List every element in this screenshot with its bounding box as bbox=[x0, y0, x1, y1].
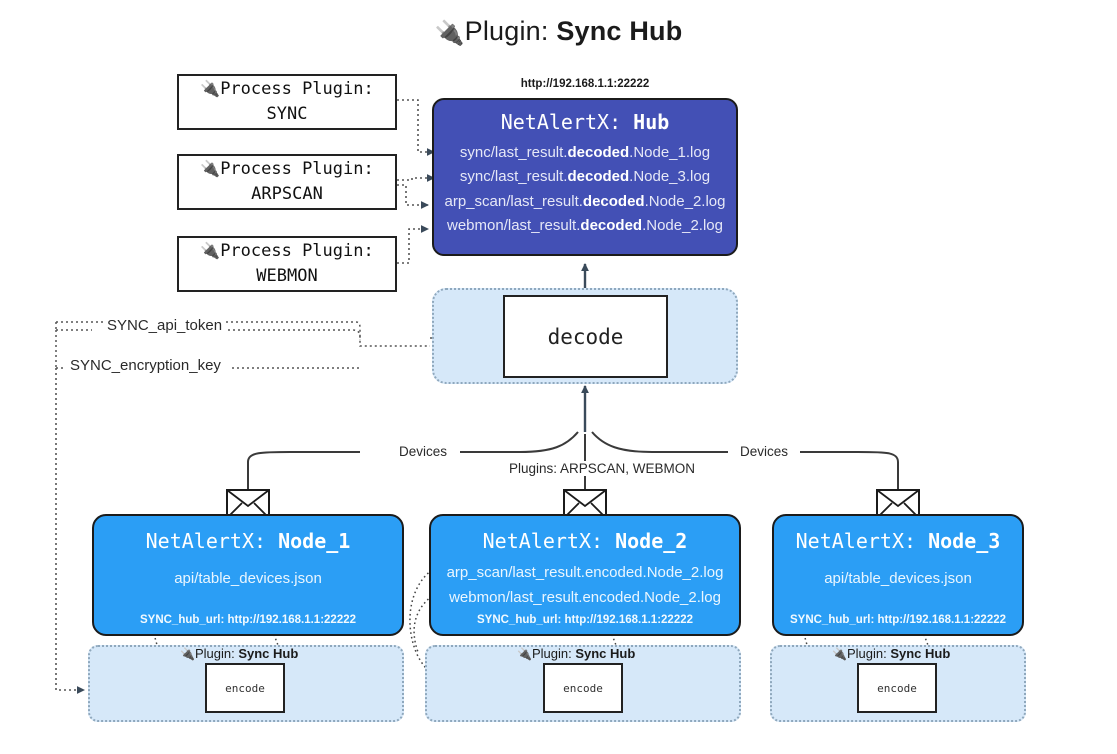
plug-icon: 🔌 bbox=[200, 79, 221, 99]
hub-log-post: .Node_3.log bbox=[629, 168, 711, 186]
node-title-prefix: NetAlertX: bbox=[145, 529, 279, 553]
hub-log-line: webmon/last_result.decoded.Node_2.log bbox=[447, 214, 723, 238]
hub-title-prefix: NetAlertX: bbox=[500, 110, 634, 134]
envelope-icon bbox=[226, 489, 270, 519]
plugin-label-prefix: Plugin: bbox=[531, 646, 576, 661]
hub-log-pre: sync/last_result. bbox=[459, 168, 568, 186]
sync-encryption-key-label: SYNC_encryption_key bbox=[66, 357, 225, 374]
node-title-prefix: NetAlertX: bbox=[482, 529, 616, 553]
plugin-label-name: Sync Hub bbox=[238, 646, 299, 661]
hub-log-bold: decoded bbox=[567, 168, 630, 186]
hub-log-line: arp_scan/last_result.decoded.Node_2.log bbox=[445, 190, 726, 214]
node-title: NetAlertX: Node_3 bbox=[796, 529, 1001, 553]
node-title-name: Node_2 bbox=[615, 529, 688, 553]
node-title: NetAlertX: Node_1 bbox=[146, 529, 351, 553]
process-plugin-webmon[interactable]: 🔌Process Plugin: WEBMON bbox=[177, 236, 397, 292]
decode-box[interactable]: decode bbox=[503, 295, 668, 378]
process-plugin-sync[interactable]: 🔌Process Plugin: SYNC bbox=[177, 74, 397, 130]
hub-log-pre: sync/last_result. bbox=[459, 144, 568, 161]
page-title-name: Sync Hub bbox=[556, 16, 683, 46]
node-hub-url: SYNC_hub_url: http://192.168.1.1:22222 bbox=[476, 614, 694, 626]
plug-icon: 🔌 bbox=[180, 647, 195, 661]
hub-log-pre: arp_scan/last_result. bbox=[444, 192, 583, 210]
sync-api-token-label: SYNC_api_token bbox=[103, 317, 227, 334]
process-plugin-name: SYNC bbox=[266, 104, 308, 124]
edge-label-devices-left: Devices bbox=[396, 444, 451, 459]
hub-log-line: sync/last_result.decoded.Node_1.log bbox=[460, 141, 710, 165]
hub-log-bold: decoded bbox=[567, 144, 630, 161]
hub-log-post: .Node_2.log bbox=[644, 192, 726, 210]
hub-log-post: .Node_2.log bbox=[642, 216, 723, 234]
node-hub-url: SYNC_hub_url: http://192.168.1.1:22222 bbox=[139, 614, 357, 626]
hub-log-post: .Node_1.log bbox=[629, 144, 711, 161]
hub-title-name: Hub bbox=[633, 110, 670, 134]
plugin-label-prefix: Plugin: bbox=[846, 646, 891, 661]
node-title-prefix: NetAlertX: bbox=[795, 529, 929, 553]
hub-log-pre: webmon/last_result. bbox=[447, 216, 581, 234]
page-title-prefix: Plugin: bbox=[464, 16, 557, 46]
process-plugin-label: Process Plugin: bbox=[220, 241, 374, 262]
node-resource-line: webmon/last_result.encoded.Node_2.log bbox=[449, 589, 721, 607]
node-3-plugin-label: 🔌Plugin: Sync Hub bbox=[832, 646, 950, 661]
process-plugin-name: ARPSCAN bbox=[251, 184, 323, 204]
node-resource-line: arp_scan/last_result.encoded.Node_2.log bbox=[446, 564, 724, 581]
node-title: NetAlertX: Node_2 bbox=[483, 529, 688, 553]
node-2-encode-box[interactable]: encode bbox=[543, 663, 623, 713]
node-2-plugin-label: 🔌Plugin: Sync Hub bbox=[517, 646, 635, 661]
plug-icon: 🔌 bbox=[434, 20, 465, 47]
node-3[interactable]: NetAlertX: Node_3 api/table_devices.json… bbox=[772, 514, 1024, 636]
page-title: 🔌Plugin: Sync Hub bbox=[0, 16, 1117, 48]
encode-label: encode bbox=[563, 681, 603, 695]
hub-title: NetAlertX: Hub bbox=[501, 110, 670, 134]
node-2[interactable]: NetAlertX: Node_2 arp_scan/last_result.e… bbox=[429, 514, 741, 636]
process-plugin-label: Process Plugin: bbox=[220, 159, 374, 180]
plug-icon: 🔌 bbox=[200, 159, 221, 179]
node-3-encode-box[interactable]: encode bbox=[857, 663, 937, 713]
node-resource-line: api/table_devices.json bbox=[824, 570, 972, 587]
hub-log-bold: decoded bbox=[582, 192, 645, 210]
hub-node[interactable]: NetAlertX: Hub sync/last_result.decoded.… bbox=[432, 98, 738, 256]
hub-log-line: sync/last_result.decoded.Node_3.log bbox=[460, 165, 710, 189]
hub-url-label: http://192.168.1.1:22222 bbox=[520, 78, 650, 90]
decode-label: decode bbox=[547, 324, 624, 349]
process-plugin-arpscan[interactable]: 🔌Process Plugin: ARPSCAN bbox=[177, 154, 397, 210]
node-title-name: Node_1 bbox=[278, 529, 351, 553]
node-hub-url: SYNC_hub_url: http://192.168.1.1:22222 bbox=[789, 614, 1007, 626]
plug-icon: 🔌 bbox=[832, 647, 847, 661]
hub-log-bold: decoded bbox=[580, 216, 643, 234]
plugin-label-prefix: Plugin: bbox=[194, 646, 239, 661]
encode-label: encode bbox=[225, 681, 265, 695]
plug-icon: 🔌 bbox=[200, 241, 221, 261]
envelope-icon bbox=[876, 489, 920, 519]
plugin-label-name: Sync Hub bbox=[575, 646, 636, 661]
node-1[interactable]: NetAlertX: Node_1 api/table_devices.json… bbox=[92, 514, 404, 636]
edge-label-devices-right: Devices bbox=[737, 444, 792, 459]
plug-icon: 🔌 bbox=[517, 647, 532, 661]
plugin-label-name: Sync Hub bbox=[890, 646, 951, 661]
encode-label: encode bbox=[877, 681, 917, 695]
process-plugin-label: Process Plugin: bbox=[220, 79, 374, 100]
process-plugin-name: WEBMON bbox=[256, 266, 318, 286]
node-title-name: Node_3 bbox=[928, 529, 1001, 553]
node-1-encode-box[interactable]: encode bbox=[205, 663, 285, 713]
edge-label-plugins: Plugins: ARPSCAN, WEBMON bbox=[506, 461, 699, 476]
node-1-plugin-label: 🔌Plugin: Sync Hub bbox=[180, 646, 298, 661]
node-resource-line: api/table_devices.json bbox=[174, 570, 322, 587]
